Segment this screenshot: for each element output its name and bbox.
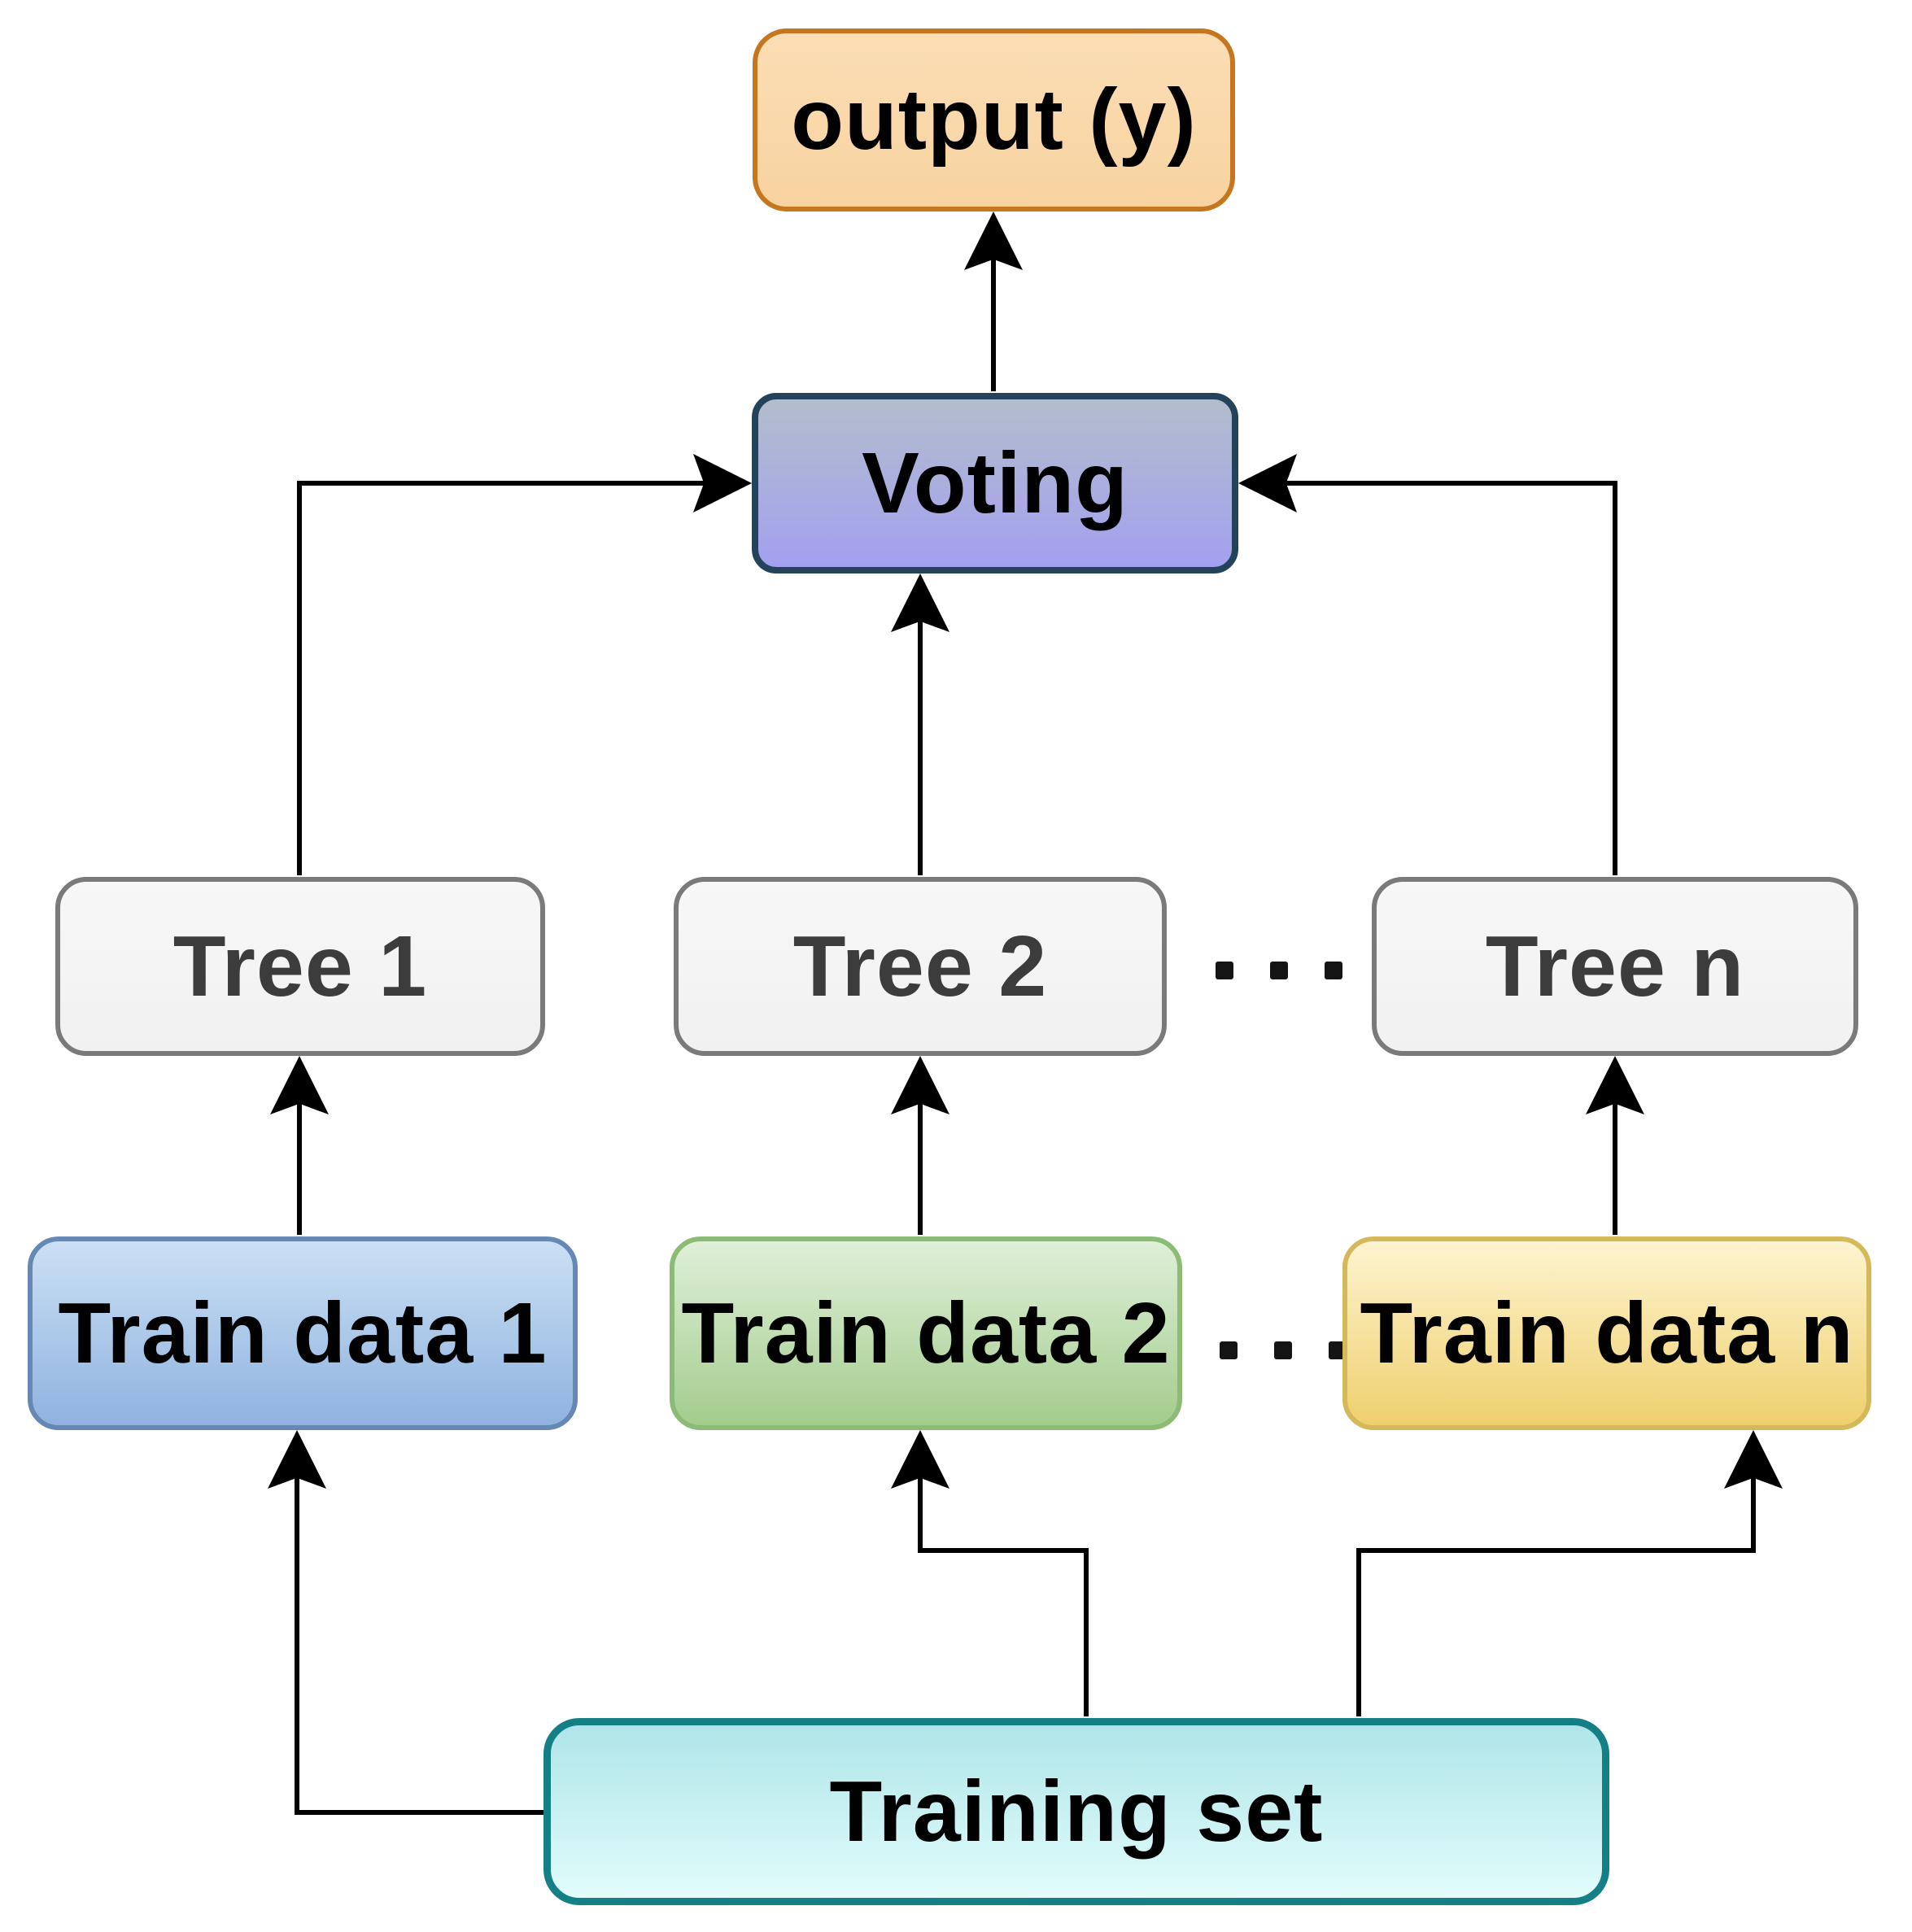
node-voting-label: Voting xyxy=(862,434,1128,531)
node-tree-n: Tree n xyxy=(1372,877,1858,1056)
node-train-data-n-label: Train data n xyxy=(1360,1284,1854,1381)
node-tree-1: Tree 1 xyxy=(55,877,545,1056)
node-training-set-label: Training set xyxy=(829,1763,1324,1860)
ellipsis-dot xyxy=(1325,962,1342,979)
node-training-set: Training set xyxy=(543,1718,1609,1905)
node-train-data-1-label: Train data 1 xyxy=(58,1284,548,1381)
node-output: output (y) xyxy=(753,28,1235,212)
node-train-data-n: Train data n xyxy=(1342,1236,1871,1430)
node-tree-n-label: Tree n xyxy=(1485,918,1745,1014)
node-train-data-1: Train data 1 xyxy=(28,1236,578,1430)
ellipsis-trees xyxy=(1216,962,1342,979)
node-train-data-2-label: Train data 2 xyxy=(681,1284,1171,1381)
edge-trainingset-to-traindata1 xyxy=(268,1430,545,1815)
edge-trainingset-to-traindata2 xyxy=(891,1430,1089,1716)
ellipsis-train-data xyxy=(1220,1341,1347,1359)
ellipsis-dot xyxy=(1274,1341,1292,1359)
ellipsis-dot xyxy=(1270,962,1288,979)
node-output-label: output (y) xyxy=(791,72,1197,168)
node-tree-1-label: Tree 1 xyxy=(172,918,428,1014)
node-tree-2: Tree 2 xyxy=(674,877,1167,1056)
ellipsis-dot xyxy=(1216,962,1233,979)
edge-treen-to-voting xyxy=(1238,454,1617,875)
node-tree-2-label: Tree 2 xyxy=(792,918,1048,1014)
edge-trainingset-to-traindatan xyxy=(1356,1430,1783,1716)
ellipsis-dot xyxy=(1220,1341,1238,1359)
node-train-data-2: Train data 2 xyxy=(670,1236,1182,1430)
node-voting: Voting xyxy=(752,393,1238,573)
edge-tree1-to-voting xyxy=(297,454,752,875)
ellipsis-dot xyxy=(1329,1341,1347,1359)
